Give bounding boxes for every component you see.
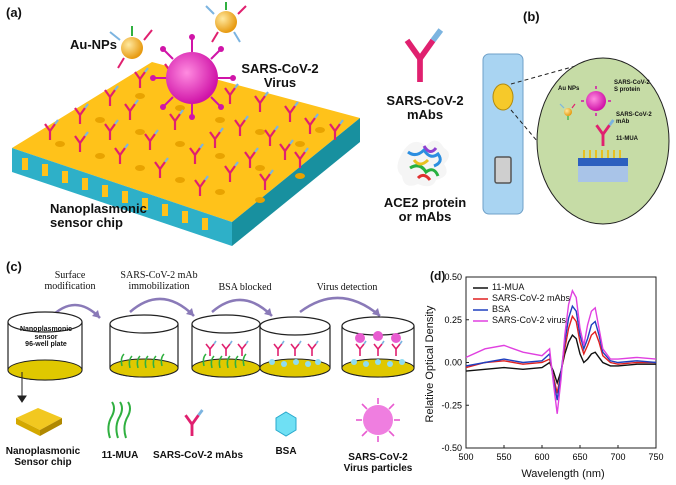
y-tick-label: 0.00: [444, 358, 462, 368]
ace2-label: ACE2 protein or mAbs: [370, 195, 480, 225]
plate-label: Nanoplasmonic sensor 96-well plate: [10, 326, 82, 349]
inset-mab-label: SARS-CoV-2 mAb: [616, 112, 652, 125]
mabs-legend-icon: [404, 28, 444, 82]
legend-text-mabs: SARS-CoV-2 mAbs: [492, 293, 571, 303]
mabs-label-line1: SARS-CoV-2: [386, 93, 464, 108]
y-tick-label: 0.50: [444, 272, 462, 282]
legend-mabs-label: SARS-CoV-2 mAbs: [152, 450, 243, 461]
test-strip-device: [482, 53, 524, 215]
chip-label: Nanoplasmonic sensor chip: [50, 201, 147, 231]
legend-mua-label: 11-MUA: [101, 450, 139, 461]
inset-mab-line2: mAb: [616, 118, 630, 125]
step-arrowheads: [92, 308, 380, 318]
legend-virus-line2: Virus particles: [343, 463, 413, 474]
ace2-label-line2: or mAbs: [398, 209, 452, 225]
x-tick-label: 550: [496, 452, 511, 462]
virus-label: SARS-CoV-2 Virus: [230, 61, 330, 91]
series-line-2: [465, 314, 656, 394]
x-axis-label: Wavelength (nm): [521, 468, 605, 480]
virus-label-line2: Virus: [263, 75, 297, 91]
zoom-inset: [536, 57, 670, 225]
ace2-protein-icon: [397, 140, 449, 187]
virus-label-line1: SARS-CoV-2: [241, 61, 319, 76]
step-4-label: Virus detection: [316, 282, 378, 293]
legend-bsa-label: BSA: [275, 446, 297, 457]
legend-chip-icon: [16, 408, 62, 436]
chart-ticks: 500 550 600 650 700 750 -0.50 -0.25 0.00 0.25 0.50: [441, 272, 663, 462]
inset-mua-label: 11-MUA: [616, 136, 639, 142]
well-2: [109, 314, 179, 378]
series-line-1: [465, 333, 656, 386]
gold-nanoparticles: [109, 2, 247, 69]
step-1-label: Surface modification: [30, 270, 110, 292]
legend-mabs-icon: [184, 409, 204, 436]
legend-bsa-icon: [275, 411, 297, 437]
mabs-label: SARS-CoV-2 mAbs: [380, 93, 470, 123]
chip-to-legend-arrow: [17, 372, 27, 403]
virus-particle: [150, 34, 236, 120]
sensor-chip: [12, 62, 360, 246]
ace2-label-line1: ACE2 protein: [383, 195, 467, 210]
inset-au-nps-label: Au NPs: [558, 86, 580, 92]
x-tick-label: 500: [458, 452, 473, 462]
legend-virus-icon: [356, 398, 400, 442]
legend-chip-label: Nanoplasmonic Sensor chip: [2, 446, 84, 468]
plate-label-line1: Nanoplasmonic: [19, 326, 73, 333]
legend-mua-icon: [107, 401, 131, 439]
panel-b-letter: (b): [523, 9, 540, 24]
chip-label-line1: Nanoplasmonic: [50, 201, 147, 216]
legend-virus-line1: SARS-CoV-2: [348, 452, 408, 463]
plate-label-line3: 96-well plate: [25, 341, 67, 349]
legend-text-bsa: BSA: [492, 304, 511, 314]
y-tick-label: -0.50: [441, 443, 462, 453]
y-tick-label: 0.25: [444, 315, 462, 325]
chart-legend-swatches: [473, 287, 488, 322]
inset-sprotein-line1: SARS-CoV-2: [614, 80, 650, 86]
au-nps-label: Au-NPs: [70, 37, 117, 52]
inset-sprotein-label: SARS-CoV-2 S protein: [614, 80, 650, 93]
panel-a-letter: (a): [6, 5, 22, 20]
chip-label-line2: sensor chip: [50, 215, 123, 231]
series-line-4: [465, 288, 657, 414]
legend-chip-line1: Nanoplasmonic: [5, 446, 81, 457]
plate-label-line2: sensor: [34, 333, 58, 341]
legend-virus-label: SARS-CoV-2 Virus particles: [330, 452, 426, 474]
well-5: [341, 316, 415, 378]
well-4: [259, 316, 331, 378]
well-plate-1: [7, 311, 83, 381]
panel-c-letter: (c): [6, 259, 22, 274]
y-axis-label: Relative Optical Density: [423, 305, 436, 423]
step-2-label: SARS-CoV-2 mAb immobilization: [104, 270, 214, 292]
step-2-line2: immobilization: [128, 281, 190, 292]
series-line-3: [465, 304, 657, 401]
x-tick-label: 650: [572, 452, 587, 462]
x-tick-label: 700: [610, 452, 625, 462]
inset-sprotein-line2: S protein: [614, 86, 641, 93]
panel-d-letter: (d): [430, 269, 446, 283]
y-tick-label: -0.25: [441, 400, 462, 410]
legend-text-virus: SARS-CoV-2 virus: [492, 315, 567, 325]
mabs-label-line2: mAbs: [406, 107, 444, 123]
well-3: [191, 314, 261, 378]
step-2-line1: SARS-CoV-2 mAb: [120, 270, 198, 281]
legend-text-mua: 11-MUA: [492, 282, 525, 292]
x-tick-label: 600: [534, 452, 549, 462]
legend-chip-line2: Sensor chip: [14, 457, 72, 468]
step-3-label: BSA blocked: [218, 282, 272, 293]
inset-mab-line1: SARS-CoV-2: [616, 112, 652, 118]
step-1-line1: Surface: [54, 270, 86, 281]
x-tick-label: 750: [648, 452, 663, 462]
step-1-line2: modification: [44, 281, 96, 292]
chart-series: [465, 288, 657, 414]
